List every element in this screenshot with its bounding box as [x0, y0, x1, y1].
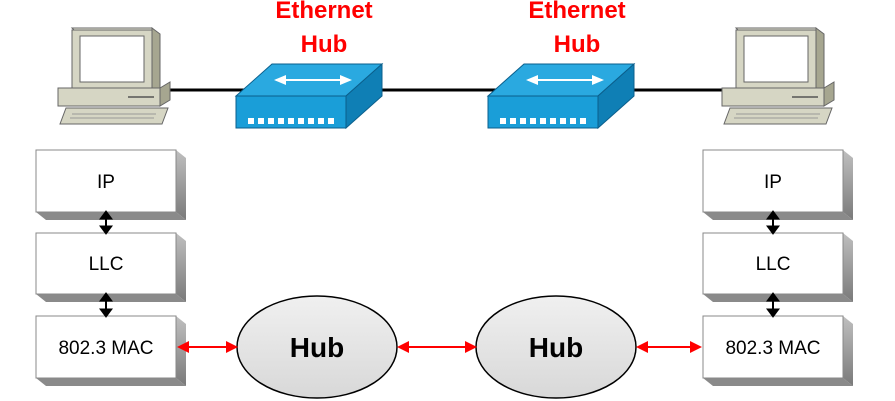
- left-stack-mac: 802.3 MAC: [35, 315, 186, 386]
- hub-title-2-line1: Ethernet: [528, 0, 626, 24]
- left-stack-mac-label: 802.3 MAC: [58, 338, 153, 359]
- mac-hub1-link-arrow: [177, 341, 238, 353]
- left-stack-llc-label: LLC: [89, 254, 124, 275]
- left-ip-llc-arrow: [99, 210, 113, 235]
- right-stack-mac-label: 802.3 MAC: [725, 338, 820, 359]
- computer-icon: [721, 27, 835, 125]
- hub-title-1-line1: Ethernet: [275, 0, 373, 24]
- right-ip-llc-arrow: [766, 210, 780, 235]
- hub-ellipse-2-label: Hub: [529, 332, 583, 363]
- hub-title-1: Ethernet Hub: [244, 0, 404, 62]
- hub-title-1-line2: Hub: [300, 31, 348, 58]
- right-stack-llc-label: LLC: [756, 254, 791, 275]
- right-stack-llc: LLC: [702, 232, 853, 302]
- left-stack-llc: LLC: [35, 232, 186, 302]
- hub-ellipse-1: Hub: [236, 295, 398, 399]
- hub1-hub2-link-arrow: [397, 341, 477, 353]
- right-stack-ip-label: IP: [764, 172, 782, 193]
- left-llc-mac-arrow: [99, 292, 113, 318]
- ethernet-hub-icon: [234, 62, 384, 130]
- computer-icon: [57, 27, 171, 125]
- hub-title-2-line2: Hub: [553, 31, 601, 58]
- hub-title-2: Ethernet Hub: [497, 0, 657, 62]
- left-stack-ip: IP: [35, 149, 186, 220]
- left-stack-ip-label: IP: [97, 172, 115, 193]
- right-llc-mac-arrow: [766, 292, 780, 318]
- right-stack-mac: 802.3 MAC: [702, 315, 853, 386]
- right-stack-ip: IP: [702, 149, 853, 220]
- hub-ellipse-2: Hub: [475, 295, 637, 399]
- ethernet-hub-icon: [486, 62, 636, 130]
- hub-ellipse-1-label: Hub: [290, 332, 344, 363]
- hub2-mac-link-arrow: [636, 341, 702, 353]
